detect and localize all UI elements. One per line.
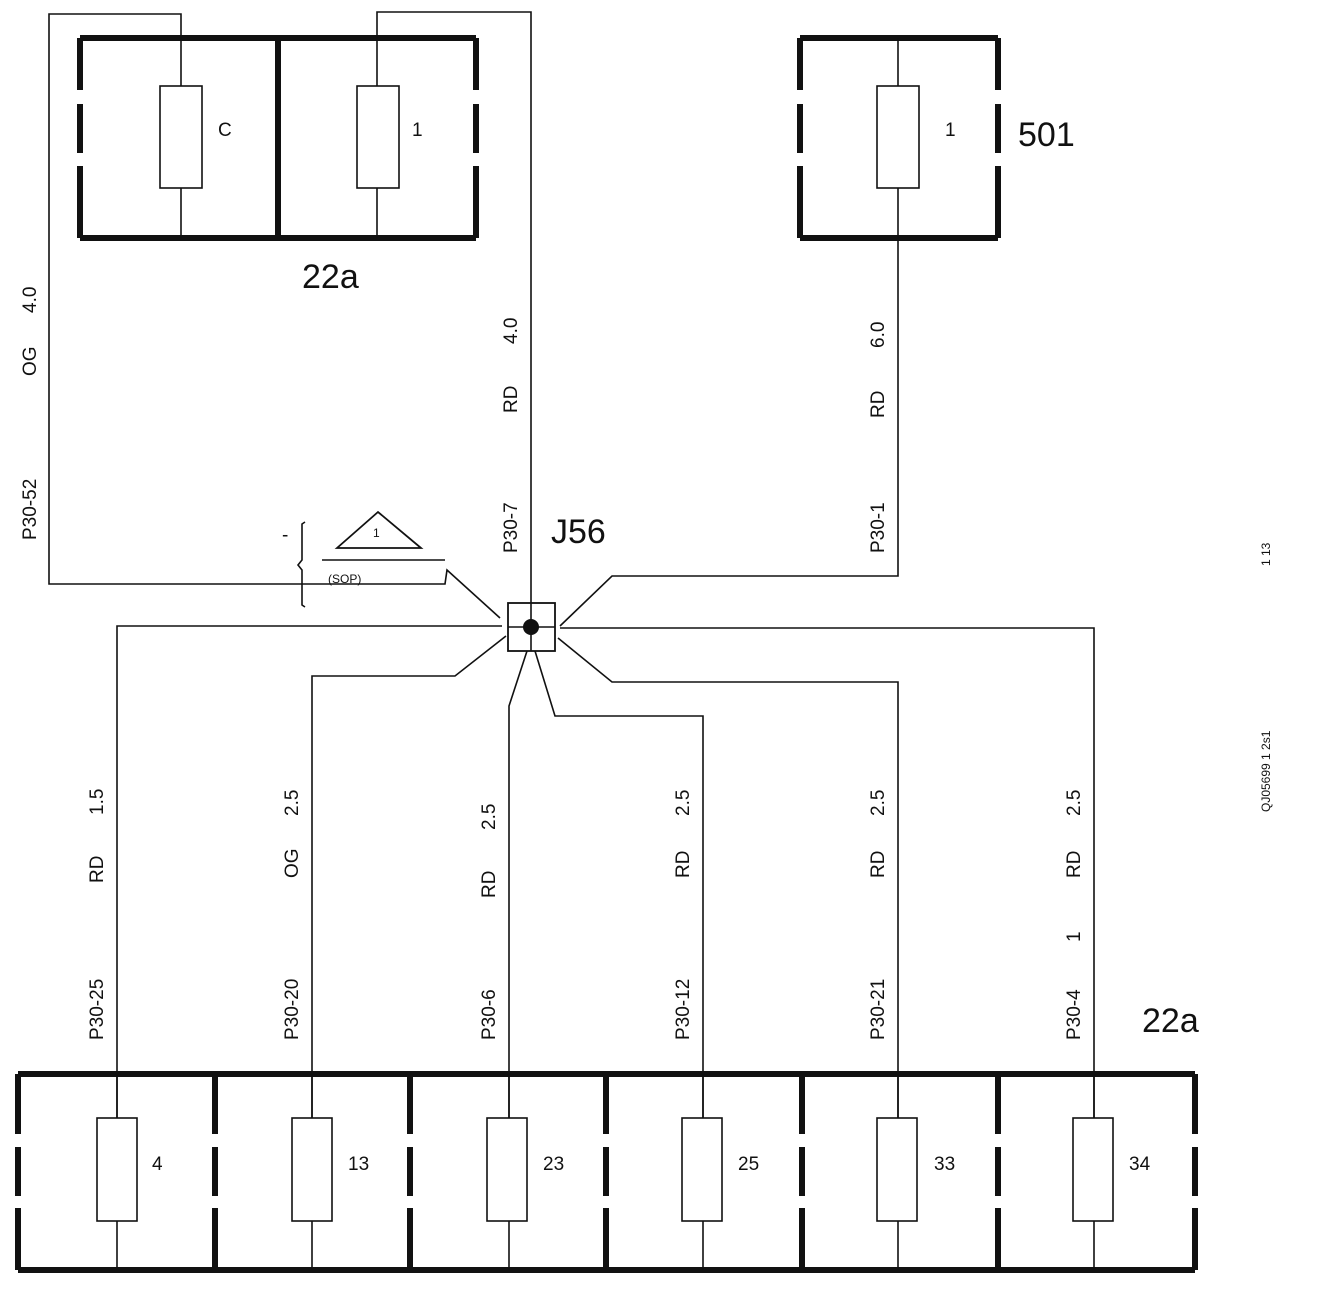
fuse-bottom-4-label: 4 (152, 1154, 163, 1175)
fuse-bottom-34: 34 (1072, 1074, 1151, 1270)
wire-c-color: OG (20, 346, 41, 376)
fuse-box-501: 1 501 (797, 35, 1075, 241)
wire-fuse-33: P30-21 RD 2.5 (557, 637, 899, 1118)
fuse-501-1: 1 (876, 38, 956, 238)
fuse-box-bottom-label: 22a (1142, 1002, 1199, 1040)
fuse-bottom-13-label: 13 (348, 1154, 369, 1175)
wire-t1-color: RD (501, 386, 522, 413)
wire-501-size: 6.0 (868, 322, 889, 348)
wire-fuse-34: P30-4 1 RD 2.5 (560, 627, 1095, 1118)
fuse-top-1-label: 1 (412, 120, 423, 141)
bracket-dash: - (282, 525, 288, 546)
wire-501-circuit: P30-1 (868, 502, 889, 553)
wire-c-size: 4.0 (20, 287, 41, 313)
wire-t1-circuit: P30-7 (501, 502, 522, 553)
wire-33-color: RD (868, 851, 889, 878)
wire-23-size: 2.5 (479, 804, 500, 830)
wire-25-size: 2.5 (673, 790, 694, 816)
fuse-top-c-label: C (218, 120, 232, 141)
wire-4-circuit: P30-25 (87, 979, 108, 1040)
doc-ref-label: QJ05699 1 2s1 (1259, 730, 1273, 812)
wire-25-color: RD (673, 851, 694, 878)
wire-13-size: 2.5 (282, 790, 303, 816)
wire-23-circuit: P30-6 (479, 989, 500, 1040)
wire-fuse-25: P30-12 RD 2.5 (534, 650, 704, 1118)
fuse-box-501-label: 501 (1018, 116, 1075, 154)
wire-33-size: 2.5 (868, 790, 889, 816)
wire-fuse-c: P30-52 OG 4.0 (20, 13, 501, 619)
wire-34-circuit: P30-4 (1064, 989, 1085, 1040)
wire-23-color: RD (479, 871, 500, 898)
fuse-bottom-33: 33 (876, 1074, 955, 1270)
wire-t1-size: 4.0 (501, 318, 522, 344)
fuse-bottom-23: 23 (486, 1074, 564, 1270)
fuse-box-top-label: 22a (302, 258, 359, 296)
wire-13-color: OG (282, 848, 303, 878)
fuse-bottom-25: 25 (681, 1074, 759, 1270)
wire-fuse-top-1: P30-7 RD 4.0 (376, 11, 532, 610)
note-number: 1 (373, 526, 380, 540)
wire-4-size: 1.5 (87, 789, 108, 815)
wire-fuse-4: P30-25 RD 1.5 (87, 625, 502, 1118)
fuse-bottom-4: 4 (96, 1074, 163, 1270)
page-ref-label: 1 13 (1259, 542, 1273, 566)
wire-501-color: RD (868, 391, 889, 418)
fuse-bottom-23-label: 23 (543, 1154, 564, 1175)
wire-fuse-501: P30-1 RD 6.0 (559, 238, 899, 627)
wire-c-circuit: P30-52 (20, 479, 41, 540)
note-triangle: 1 (SOP) - (282, 510, 445, 608)
fuse-bottom-33-label: 33 (934, 1154, 955, 1175)
fuse-box-top: C 1 22a (77, 35, 479, 296)
wire-34-size: 2.5 (1064, 790, 1085, 816)
wire-fuse-23: P30-6 RD 2.5 (479, 650, 528, 1118)
wire-33-circuit: P30-21 (868, 979, 889, 1040)
splice-label: J56 (551, 513, 606, 551)
fuse-top-c: C (159, 38, 232, 238)
fuse-box-bottom: 4 13 23 25 33 34 22a (15, 1002, 1199, 1273)
fuse-bottom-34-label: 34 (1129, 1154, 1151, 1175)
sop-label: (SOP) (328, 572, 361, 586)
wire-34-color: RD (1064, 851, 1085, 878)
wire-34-extra: 1 (1064, 931, 1085, 942)
fuse-top-1: 1 (356, 38, 423, 238)
wire-fuse-13: P30-20 OG 2.5 (282, 635, 507, 1118)
fuse-bottom-25-label: 25 (738, 1154, 759, 1175)
wire-13-circuit: P30-20 (282, 979, 303, 1040)
splice-j56: J56 (507, 513, 606, 652)
wire-25-circuit: P30-12 (673, 979, 694, 1040)
fuse-bottom-13: 13 (291, 1074, 369, 1270)
wire-4-color: RD (87, 856, 108, 883)
fuse-501-1-label: 1 (945, 120, 956, 141)
